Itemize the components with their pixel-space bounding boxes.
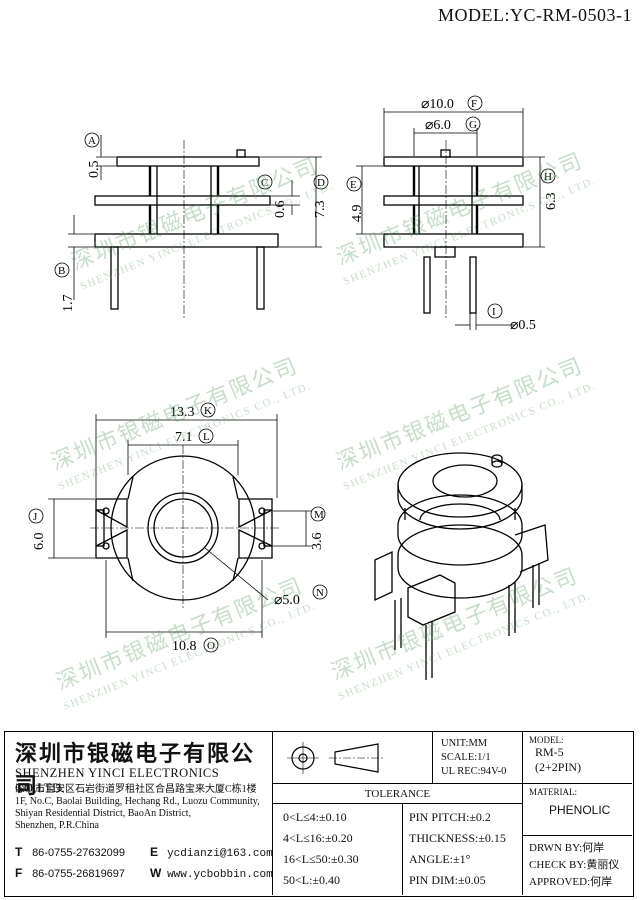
material-label: MATERIAL: [529,787,577,797]
address-line: Shenzhen, P.R.China [15,820,99,831]
website: www.ycbobbin.com [167,869,273,881]
isometric-view [374,452,549,680]
company-name-cn: 深圳市银磁电子有限公司 [15,742,256,799]
pin-spec-row: ANGLE:±1° [409,852,471,866]
technical-drawing: 0.5 A 0.6 C 7.3 D 1.7 B [28,95,598,713]
dim-h-value: 6.3 [544,193,559,211]
dim-k-letter: K [204,405,212,417]
front-view: 0.5 A 0.6 C 7.3 D 1.7 B [54,132,329,320]
title-block: 深圳市银磁电子有限公司 SHENZHEN YINCI ELECTRONICS C… [4,731,634,897]
dim-m-letter: M [314,509,324,521]
dim-h-letter: H [544,171,552,183]
model-pins: (2+2PIN) [535,760,582,774]
tel-contact: T 86-0755-27632099 [15,845,125,859]
fax-label: F [15,866,23,880]
company-address: 深圳市宝安区石岩街道罗租社区合昌路宝来大厦C栋1楼 1F, No.C, Baol… [15,784,277,832]
tolerance-row: 16<L≤50:±0.30 [283,852,359,866]
watermark: 深圳市银磁电子有限公司 SHENZHEN YINCI ELECTRONICS C… [48,148,598,713]
material-panel: MATERIAL: PHENOLIC [523,784,632,836]
material-value: PHENOLIC [549,803,611,817]
address-line: 1F, No.C, Baolai Building, Hechang Rd., … [15,796,260,807]
dim-i-letter: I [492,306,496,318]
company-panel: 深圳市银磁电子有限公司 SHENZHEN YINCI ELECTRONICS C… [5,732,273,895]
watermark-cn-4: 深圳市银磁电子有限公司 [333,353,587,475]
company-name-en: SHENZHEN YINCI ELECTRONICS CO,LTD. [15,766,220,795]
fax-contact: F 86-0755-26819697 [15,866,125,880]
email-label: E [150,845,159,859]
tel-label: T [15,845,23,859]
fax-number: 86-0755-26819697 [32,868,126,880]
dim-c-letter: C [261,177,268,189]
model-value: RM-5 [535,745,564,759]
dim-i-value: ⌀0.5 [510,318,536,333]
tolerance-row: 50<L:±0.40 [283,873,341,887]
dim-a-letter: A [88,135,96,147]
model-panel: MODEL: RM-5 (2+2PIN) [523,732,632,784]
dim-m-value: 3.6 [310,533,325,551]
projection-symbol-panel [273,732,433,784]
dim-l-value: 7.1 [175,430,193,445]
dim-d-value: 7.3 [313,201,328,219]
address-line: Shiyan Residential District, BaoAn Distr… [15,808,192,819]
web-label: W [150,866,162,880]
tolerance-row: 4<L≤16:±0.20 [283,831,353,845]
watermark-cn-5: 深圳市银磁电子有限公司 [53,573,307,695]
dim-l-letter: L [203,431,210,443]
tolerance-row: 0<L≤4:±0.10 [283,810,347,824]
dim-o-value: 10.8 [172,639,197,654]
dim-a-value: 0.5 [87,161,102,179]
dim-n-letter: N [316,587,324,599]
dim-e-letter: E [350,179,357,191]
dim-j-letter: J [33,511,38,523]
dim-c-value: 0.6 [273,201,288,219]
dim-b-value: 1.7 [61,295,76,313]
dim-g-value: ⌀6.0 [425,118,451,133]
unit-label: UNIT:MM [441,738,488,749]
dim-n-value: ⌀5.0 [274,593,300,608]
checked-by: CHECK BY:黄丽仪 [529,859,620,871]
web-contact: W www.ycbobbin.com [150,866,273,881]
side-view: ⌀10.0 F ⌀6.0 G 4.9 E 6.3 H ⌀0.5 I [346,95,559,333]
approved-by: APPROVED:何岸 [529,876,613,888]
projection-symbol [287,742,385,774]
watermark-cn-6: 深圳市银磁电子有限公司 [328,563,582,685]
address-line: 深圳市宝安区石岩街道罗租社区合昌路宝来大厦C栋1楼 [15,784,257,795]
pin-spec-panel: PIN PITCH:±0.2 THICKNESS:±0.15 ANGLE:±1°… [403,804,523,895]
pin-spec-row: PIN DIM:±0.05 [409,873,486,887]
dim-f-value: ⌀10.0 [421,97,454,112]
approval-panel: DRWN BY:何岸 CHECK BY:黄丽仪 APPROVED:何岸 [523,836,632,895]
drawn-by: DRWN BY:何岸 [529,842,605,854]
unit-scale-panel: UNIT:MM SCALE:1/1 UL REC:94V-0 [433,732,523,784]
tel-number: 86-0755-27632099 [32,847,126,859]
dim-k-value: 13.3 [170,405,195,420]
dim-e-value: 4.9 [350,205,365,223]
email-contact: E ycdianzi@163.com [150,845,273,860]
dim-b-letter: B [58,265,65,277]
email-address: ycdianzi@163.com [167,848,273,860]
model-number-title: MODEL:YC-RM-0503-1 [438,5,632,25]
dim-d-letter: D [317,177,325,189]
dim-g-letter: G [469,119,477,131]
bottom-view: 13.3 K 7.1 L 6.0 J 3.6 M ⌀5.0 N 10.8 O [28,402,328,654]
scale-label: SCALE:1/1 [441,752,491,763]
tolerance-header: TOLERANCE [273,784,523,804]
length-tolerance-panel: 0<L≤4:±0.10 4<L≤16:±0.20 16<L≤50:±0.30 5… [273,804,403,895]
dim-j-value: 6.0 [32,533,47,551]
pin-spec-row: THICKNESS:±0.15 [409,831,506,845]
dim-o-letter: O [207,640,215,652]
pin-spec-row: PIN PITCH:±0.2 [409,810,491,824]
ul-rec-label: UL REC:94V-0 [441,766,507,777]
dim-f-letter: F [471,98,477,110]
model-label: MODEL: [529,735,564,745]
